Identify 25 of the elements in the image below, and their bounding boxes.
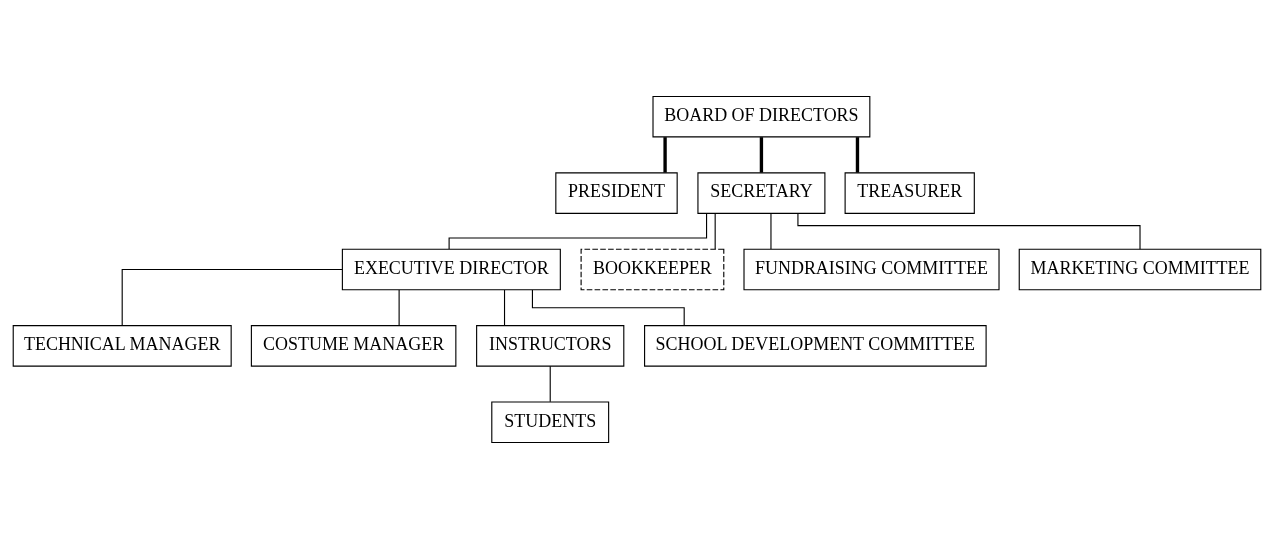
connector <box>714 213 716 250</box>
connector <box>770 213 772 250</box>
node-box: INSTRUCTORS <box>476 325 625 367</box>
node-box: TECHNICAL MANAGER <box>12 325 232 367</box>
connector <box>855 137 860 173</box>
connector <box>759 137 764 173</box>
connector <box>549 365 551 403</box>
connector <box>531 289 685 326</box>
connector <box>398 289 400 326</box>
node-box: STUDENTS <box>491 401 610 444</box>
node-box: BOARD OF DIRECTORS <box>652 95 871 138</box>
node-box: SECRETARY <box>697 172 826 214</box>
node-box: FUNDRAISING COMMITTEE <box>743 248 1000 291</box>
connector <box>663 137 667 173</box>
connector <box>797 213 1141 250</box>
node-box: MARKETING COMMITTEE <box>1018 248 1262 291</box>
connector <box>121 268 343 326</box>
node-box: EXECUTIVE DIRECTOR <box>341 248 561 291</box>
node-box: PRESIDENT <box>555 172 678 214</box>
node-box: SCHOOL DEVELOPMENT COMMITTEE <box>644 325 987 367</box>
connector <box>448 212 708 250</box>
connector <box>503 289 506 326</box>
node-box: TREASURER <box>844 172 975 214</box>
node-box: COSTUME MANAGER <box>250 325 457 367</box>
node-box: BOOKKEEPER <box>580 248 725 291</box>
